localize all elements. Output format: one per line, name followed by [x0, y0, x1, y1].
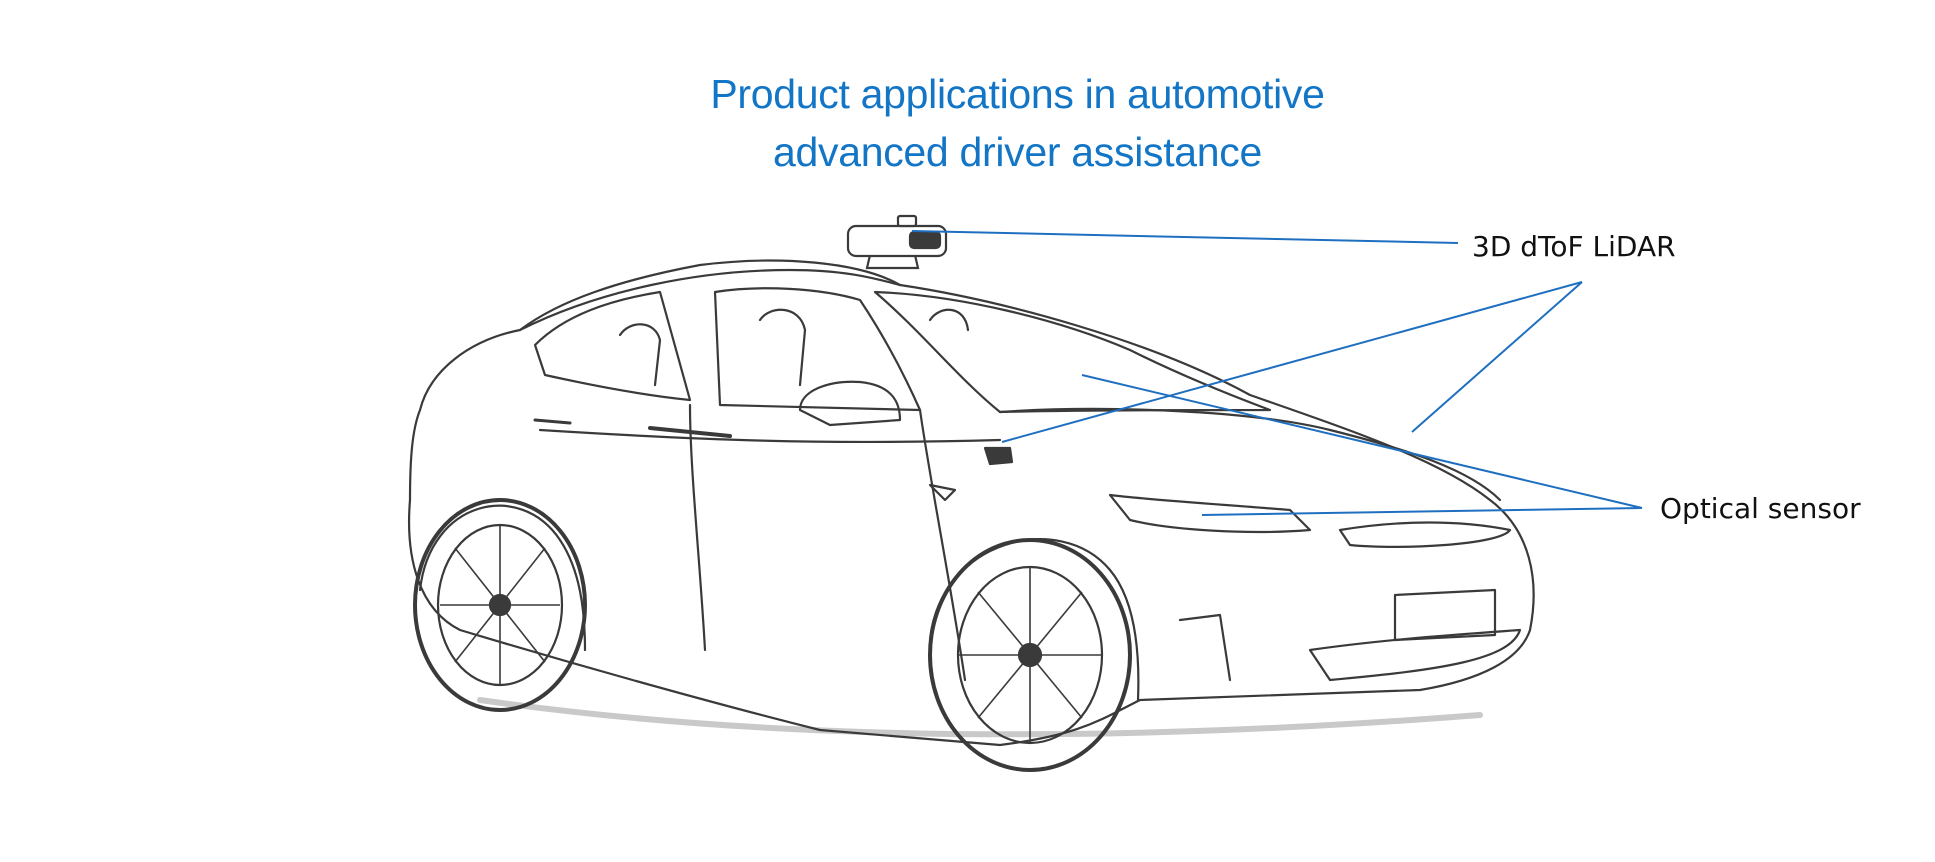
title-line-2: advanced driver assistance — [772, 129, 1263, 176]
fender-camera — [983, 446, 1014, 466]
lower-intake — [1308, 628, 1522, 682]
lidar-leader-line — [911, 230, 1459, 244]
lidar-label: 3D dToF LiDAR — [1472, 230, 1676, 263]
roof-lidar-unit — [846, 214, 948, 270]
lidar-leader-line-body — [1001, 281, 1583, 443]
side-window — [713, 287, 922, 412]
roofline — [518, 268, 902, 332]
optical-leader-line-windshield — [1081, 374, 1643, 509]
rear-arch — [418, 504, 587, 652]
car-body-outline — [408, 259, 1535, 747]
leader-lines — [911, 230, 1643, 516]
door-line-rear — [688, 403, 707, 652]
optical-leader-line-headlight — [1201, 507, 1643, 516]
windshield — [873, 290, 1272, 414]
rear-window — [533, 290, 692, 402]
front-arch — [928, 538, 1140, 702]
car-sketch — [408, 259, 1535, 747]
lidar-leader-line-hood — [1411, 281, 1583, 433]
side-mirror — [798, 380, 902, 427]
optical-sensor-label: Optical sensor — [1660, 492, 1861, 525]
plate — [1393, 588, 1497, 642]
front-wheel — [928, 538, 1132, 772]
headlight — [1108, 493, 1312, 534]
hood-line — [998, 407, 1502, 502]
rear-wheel — [413, 498, 587, 712]
page-title: Product applications in automotive advan… — [0, 65, 1935, 181]
title-line-1: Product applications in automotive — [710, 71, 1325, 118]
grille — [1338, 521, 1512, 548]
